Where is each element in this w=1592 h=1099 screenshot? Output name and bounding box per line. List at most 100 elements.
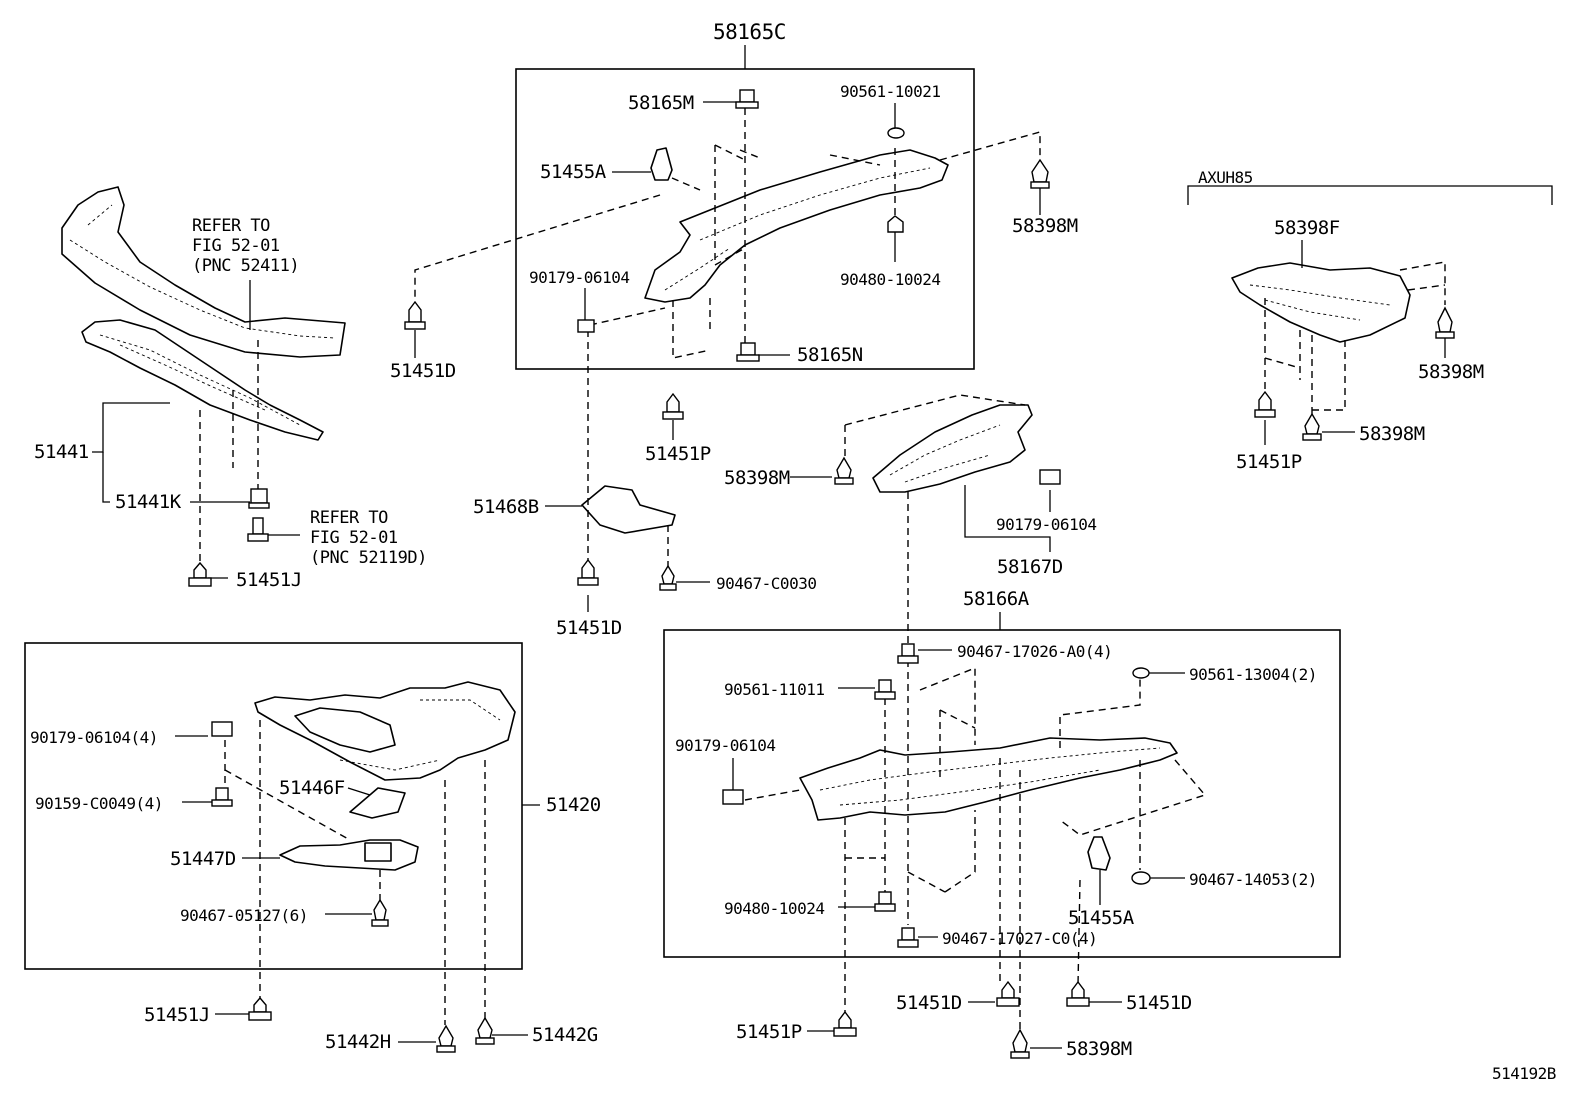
fastener-58398m-r2: [1304, 412, 1320, 435]
fastener-90561-13004: [1132, 667, 1150, 679]
cover-58167d: [872, 404, 1033, 493]
label-51442g: 51442G: [532, 1024, 598, 1046]
group-box-58166a: [663, 629, 1341, 958]
label-51451p-bottom: 51451P: [736, 1021, 802, 1043]
fastener-51451d-mid: [581, 558, 595, 579]
label-51451d-bottom-1: 51451D: [896, 992, 962, 1014]
grille-51447d: [364, 842, 392, 862]
lower-absorber-51441: [81, 319, 324, 441]
leader-lines: [92, 101, 1446, 1049]
label-90179-06104-top: 90179-06104: [529, 268, 630, 287]
fastener-90467-17027: [901, 927, 915, 941]
label-51441k: 51441K: [115, 491, 181, 513]
label-51420: 51420: [546, 794, 601, 816]
label-58398m-mid: 58398M: [724, 467, 790, 489]
label-58165c: 58165C: [713, 20, 786, 44]
label-58398m-top: 58398M: [1012, 215, 1078, 237]
fastener-51442h: [438, 1024, 454, 1047]
fastener-51451p-right: [1258, 390, 1272, 411]
cover-51447d: [279, 839, 419, 871]
label-51442h: 51442H: [325, 1031, 391, 1053]
under-cover-58166a: [799, 737, 1178, 821]
label-90561-13004: 90561-13004(2): [1189, 665, 1317, 684]
label-51451j-top: 51451J: [236, 569, 302, 591]
label-58167d: 58167D: [997, 556, 1063, 578]
label-90159-c0049-4: 90159-C0049(4): [35, 794, 163, 813]
fastener-90159-c0049-4: [215, 787, 229, 801]
label-90467-c0030: 90467-C0030: [716, 574, 817, 593]
label-51455a-top: 51455A: [540, 161, 606, 183]
front-bumper-cover: [61, 186, 346, 358]
fastener-90480-10024-box: [878, 891, 892, 905]
group-box-51420: [24, 642, 523, 970]
fastener-90480-10024-top: [887, 215, 904, 233]
refer-note-a-line2: FIG 52-01: [192, 236, 280, 256]
label-90467-14053: 90467-14053(2): [1189, 870, 1317, 889]
label-51451d-left: 51451D: [390, 360, 456, 382]
label-51451d-bottom-2: 51451D: [1126, 992, 1192, 1014]
label-90480-10024-box: 90480-10024: [724, 899, 825, 918]
fastener-bolt-52119d: [252, 517, 264, 535]
clip-51455a-box: [1087, 836, 1111, 871]
fastener-51451p-bottom: [838, 1010, 852, 1029]
fastener-51451d-left: [408, 300, 422, 323]
label-51451p-right: 51451P: [1236, 451, 1302, 473]
label-58166a: 58166A: [963, 588, 1029, 610]
fastener-90179-06104-box: [722, 789, 744, 805]
refer-note-a-line1: REFER TO: [192, 216, 270, 236]
fastener-90179-06104-top: [577, 319, 595, 333]
label-58398m-bottom: 58398M: [1066, 1038, 1132, 1060]
label-axuh85: AXUH85: [1198, 168, 1253, 187]
fastener-51451d-bottom-2: [1071, 980, 1085, 999]
fastener-90179-06104-mid: [1039, 469, 1061, 485]
fastener-90467-05127-6: [373, 898, 387, 921]
fastener-90561-10021: [887, 127, 905, 139]
fastener-51451d-bottom-1: [1001, 980, 1015, 999]
fastener-58165m: [739, 89, 755, 103]
label-58398m-right-2: 58398M: [1359, 423, 1425, 445]
label-58165m: 58165M: [628, 92, 694, 114]
fastener-90467-14053: [1131, 871, 1151, 885]
fastener-58165n: [740, 342, 756, 356]
fastener-58398m-mid: [836, 456, 852, 479]
fastener-58398m-top: [1031, 158, 1049, 183]
dashed-guides: [199, 108, 1446, 1030]
label-51468b: 51468B: [473, 496, 539, 518]
refer-note-b-line3: (PNC 52119D): [310, 548, 427, 568]
refer-note-b-line2: FIG 52-01: [310, 528, 398, 548]
plate-51468b: [581, 485, 676, 534]
fastener-90467-c0030: [661, 564, 675, 585]
label-51446f: 51446F: [279, 777, 345, 799]
fastener-51441k: [250, 488, 268, 504]
label-51451d-mid: 51451D: [556, 617, 622, 639]
figure-id: 514192B: [1492, 1064, 1556, 1083]
label-90561-10021: 90561-10021: [840, 82, 941, 101]
fastener-90561-11011: [878, 679, 892, 693]
label-51447d: 51447D: [170, 848, 236, 870]
label-90561-11011: 90561-11011: [724, 680, 825, 699]
refer-note-a-line3: (PNC 52411): [192, 256, 300, 276]
axuh85-bracket: [1187, 185, 1553, 205]
fastener-51451j-top: [193, 561, 207, 579]
label-51451p-top: 51451P: [645, 443, 711, 465]
label-90179-06104-box: 90179-06104: [675, 736, 776, 755]
label-58398m-right-1: 58398M: [1418, 361, 1484, 383]
label-90467-05127-6: 90467-05127(6): [180, 906, 308, 925]
label-90480-10024-top: 90480-10024: [840, 270, 941, 289]
label-90467-17026: 90467-17026-A0(4): [957, 642, 1113, 661]
fastener-51451j-bottom: [253, 996, 267, 1013]
fastener-51442g: [477, 1016, 493, 1039]
fastener-90467-17026: [901, 643, 915, 657]
refer-note-b-line1: REFER TO: [310, 508, 388, 528]
engine-cover-opening: [294, 707, 396, 753]
label-51451j-bottom: 51451J: [144, 1004, 210, 1026]
cover-58398f: [1231, 262, 1411, 343]
label-51455a-box: 51455A: [1068, 907, 1134, 929]
fastener-58398m-bottom: [1012, 1028, 1028, 1053]
label-58398f: 58398F: [1274, 217, 1340, 239]
fastener-58398m-r1: [1437, 306, 1453, 333]
clip-51455a-top: [650, 147, 673, 181]
label-90467-17027: 90467-17027-C0(4): [942, 929, 1098, 948]
fastener-90179-06104-4: [211, 721, 233, 737]
